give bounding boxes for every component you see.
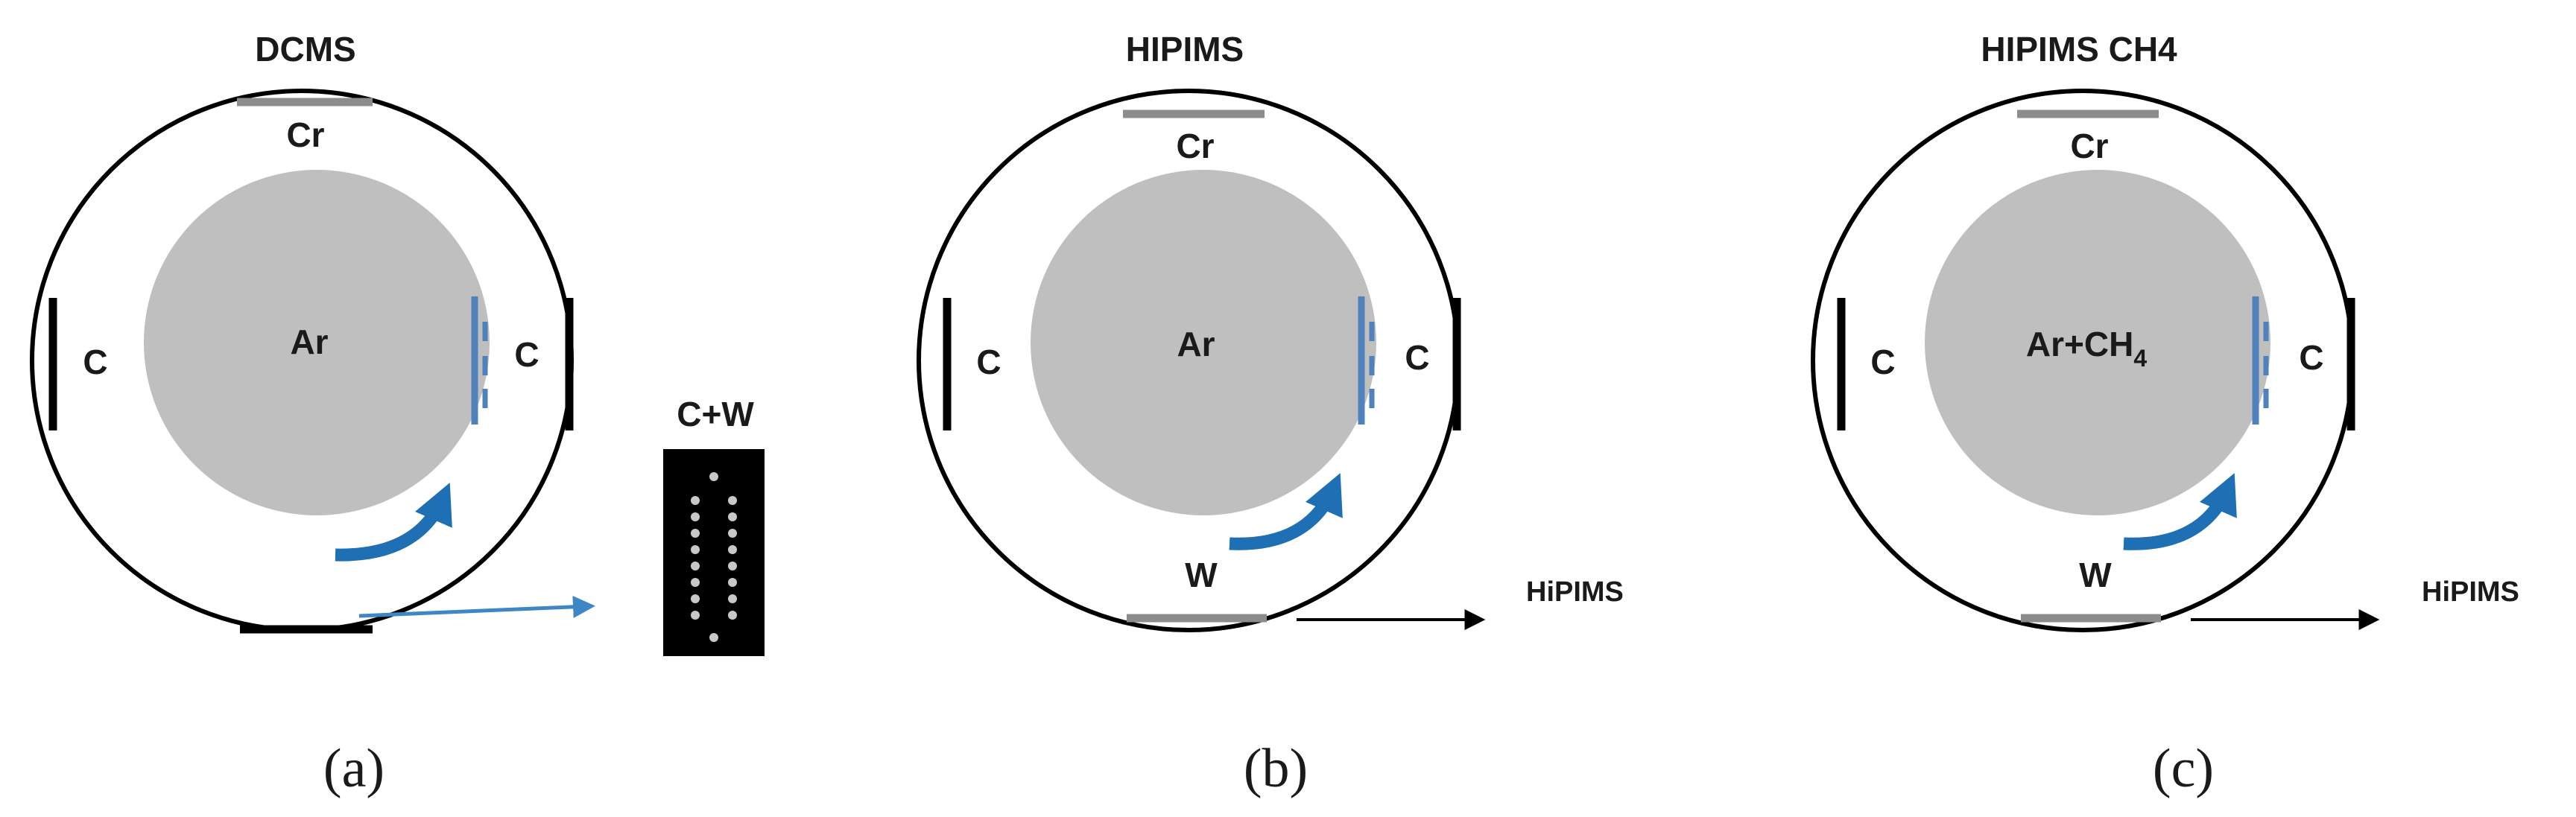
panel-a: DCMS Ar Cr C C C+W (a) — [30, 30, 765, 799]
composite-dot — [691, 594, 700, 603]
composite-dot — [691, 529, 700, 538]
panel-c: HIPIMS CH4 Ar+CH4 Cr C C W HiPIMS (c) — [1811, 30, 2519, 799]
carbon-target-left-label: C — [83, 343, 107, 381]
plasma-region — [1925, 170, 2270, 515]
composite-dot — [709, 472, 718, 481]
panel-caption: (c) — [2153, 738, 2214, 799]
carbon-target-right-label: C — [1405, 338, 1429, 377]
panel-title: DCMS — [255, 30, 355, 69]
composite-dot — [691, 611, 700, 620]
composite-target-pattern — [691, 472, 737, 642]
target-magnify-arrow — [358, 595, 595, 618]
composite-dot — [728, 529, 737, 538]
panel-title: HIPIMS — [1126, 30, 1244, 69]
carbon-target-right-label: C — [2299, 338, 2323, 377]
panel-caption: (b) — [1244, 738, 1308, 799]
w-target-label: W — [1185, 556, 1218, 594]
power-supply-label: HiPIMS — [1526, 576, 1624, 608]
substrate-holder — [1358, 296, 1375, 425]
substrate-holder — [471, 296, 488, 425]
plasma-region — [1031, 170, 1376, 515]
carbon-target-left-label: C — [976, 343, 1001, 381]
composite-dot — [691, 496, 700, 505]
composite-dot — [728, 578, 737, 587]
composite-dot — [691, 545, 700, 554]
cr-target-label: Cr — [2070, 127, 2108, 165]
composite-dot — [691, 578, 700, 587]
rotation-arrow — [335, 483, 452, 562]
substrate-holder — [2252, 296, 2269, 425]
w-target-label: W — [2079, 556, 2112, 594]
panel-caption: (a) — [323, 738, 384, 799]
carbon-target-left-label: C — [1870, 343, 1895, 381]
plasma-region — [144, 170, 490, 515]
gas-label: Ar+CH4 — [2026, 325, 2147, 372]
rotation-arrow — [1229, 473, 1343, 550]
composite-dot — [728, 594, 737, 603]
cr-target-label: Cr — [286, 115, 324, 154]
carbon-target-right-label: C — [514, 335, 539, 374]
composite-dot — [691, 512, 700, 521]
composite-target — [663, 449, 765, 656]
composite-dot — [728, 496, 737, 505]
panel-b: HIPIMS Ar Cr C C W HiPIMS (b) — [917, 30, 1624, 799]
gas-label: Ar — [1177, 325, 1215, 363]
composite-dot — [728, 545, 737, 554]
power-supply-label: HiPIMS — [2422, 576, 2519, 608]
gas-label: Ar — [290, 322, 328, 361]
composite-dot — [728, 611, 737, 620]
rotation-arrow — [2123, 473, 2237, 550]
panel-title: HIPIMS CH4 — [1981, 30, 2177, 69]
composite-label: C+W — [677, 395, 754, 433]
composite-dot — [691, 562, 700, 570]
composite-dot — [728, 562, 737, 570]
composite-dot — [728, 512, 737, 521]
composite-dot — [709, 633, 718, 642]
cr-target-label: Cr — [1176, 127, 1214, 165]
